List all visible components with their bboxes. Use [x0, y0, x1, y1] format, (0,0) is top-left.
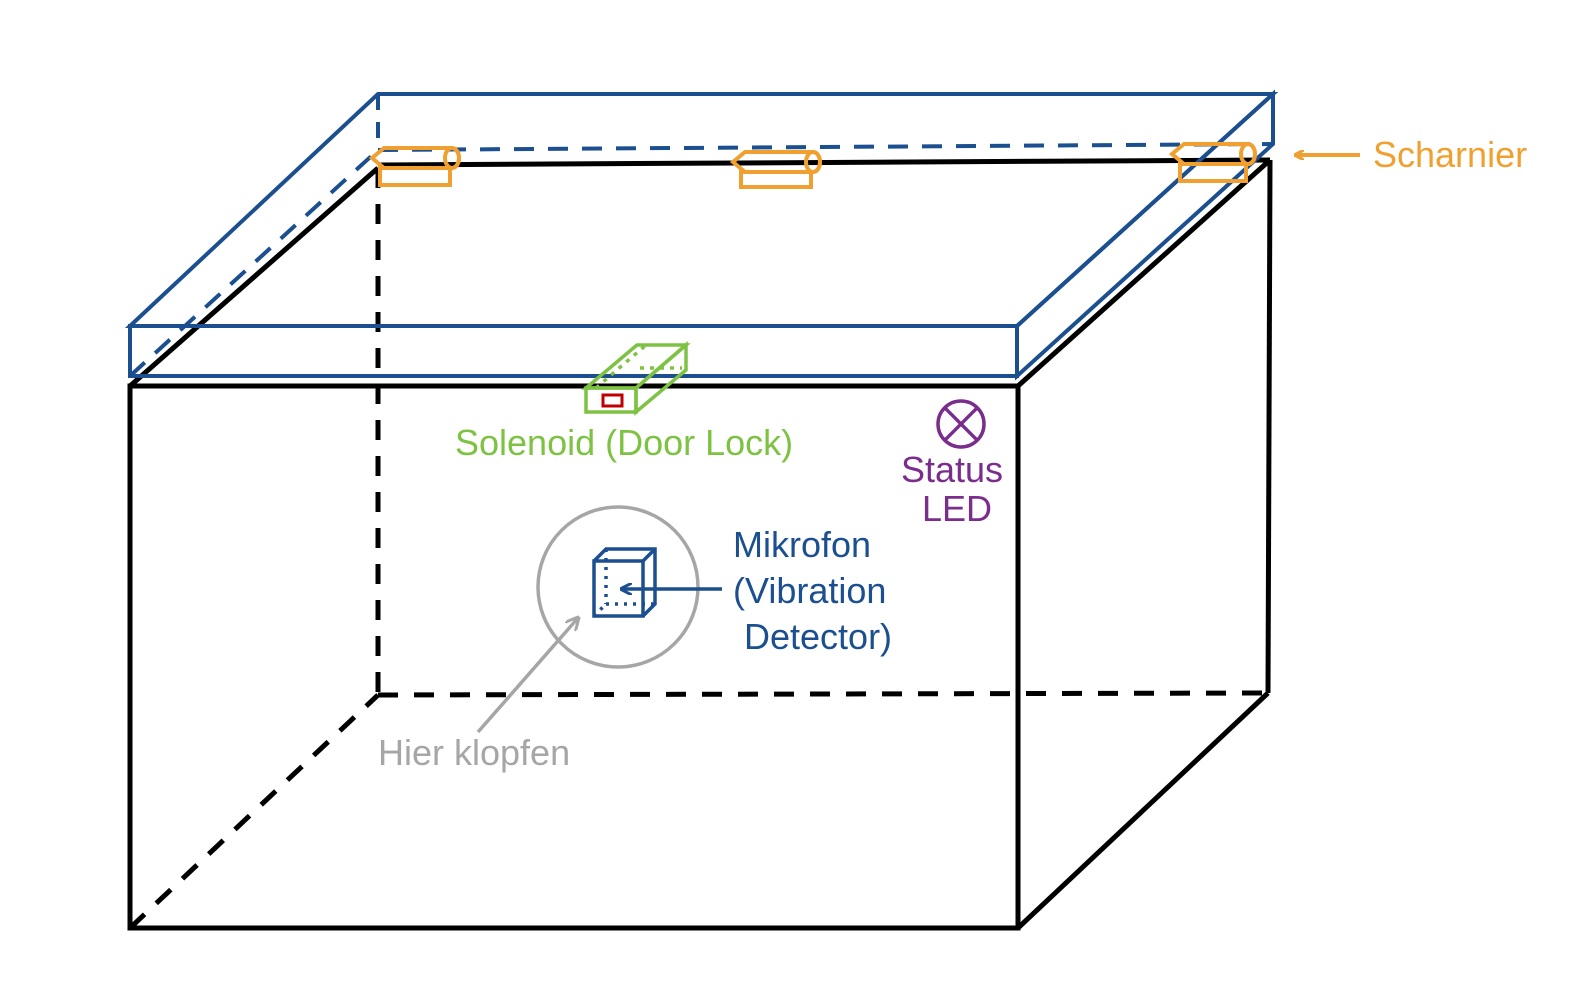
solenoid-front-face — [584, 386, 638, 414]
knock-zone-arrow — [476, 618, 578, 734]
lid-hidden-left-edge — [128, 148, 380, 378]
box-top-left-depth-edge — [128, 166, 380, 388]
box-bottom-right-depth-edge — [1016, 691, 1270, 930]
microphone-label: Mikrofon (Vibration Detector) — [733, 524, 896, 657]
status-led-label: Status LED — [901, 449, 1013, 529]
solenoid — [581, 341, 691, 416]
microphone-label-line-2: (Vibration — [733, 570, 886, 611]
box-hidden-edge-back-bottom — [377, 690, 1269, 698]
box-body — [127, 157, 1273, 931]
knock-zone-circle — [536, 505, 700, 669]
solenoid-label: Solenoid (Door Lock) — [455, 422, 793, 463]
lid-right-face — [1015, 89, 1275, 381]
status-led-label-line-1: Status — [901, 449, 1003, 490]
status-led-icon — [936, 399, 986, 449]
hinge-label: Scharnier — [1373, 134, 1527, 175]
lid-front-face — [128, 324, 1019, 378]
box-top-right-depth-edge — [1016, 158, 1272, 388]
box-front-face — [127, 383, 1021, 931]
hinge-middle — [729, 150, 822, 189]
solenoid-side-face — [634, 341, 688, 416]
lid-hidden-back-edge — [377, 142, 1274, 152]
box-hidden-edge-bottom-left-depth — [128, 693, 380, 930]
hinge-left — [368, 146, 461, 187]
microphone-label-line-1: Mikrofon — [733, 524, 871, 565]
solenoid-indicator — [601, 393, 624, 408]
microphone-cube-icon — [592, 547, 657, 618]
status-led-label-line-2: LED — [922, 488, 992, 529]
lid — [124, 89, 1279, 381]
box-back-right-edge — [1265, 159, 1273, 694]
box-top-back-edge — [377, 157, 1271, 168]
microphone-label-line-3: Detector) — [744, 616, 892, 657]
knock-here-label: Hier klopfen — [378, 732, 570, 773]
hinge-right — [1168, 142, 1257, 183]
lid-top-face — [124, 92, 1279, 328]
